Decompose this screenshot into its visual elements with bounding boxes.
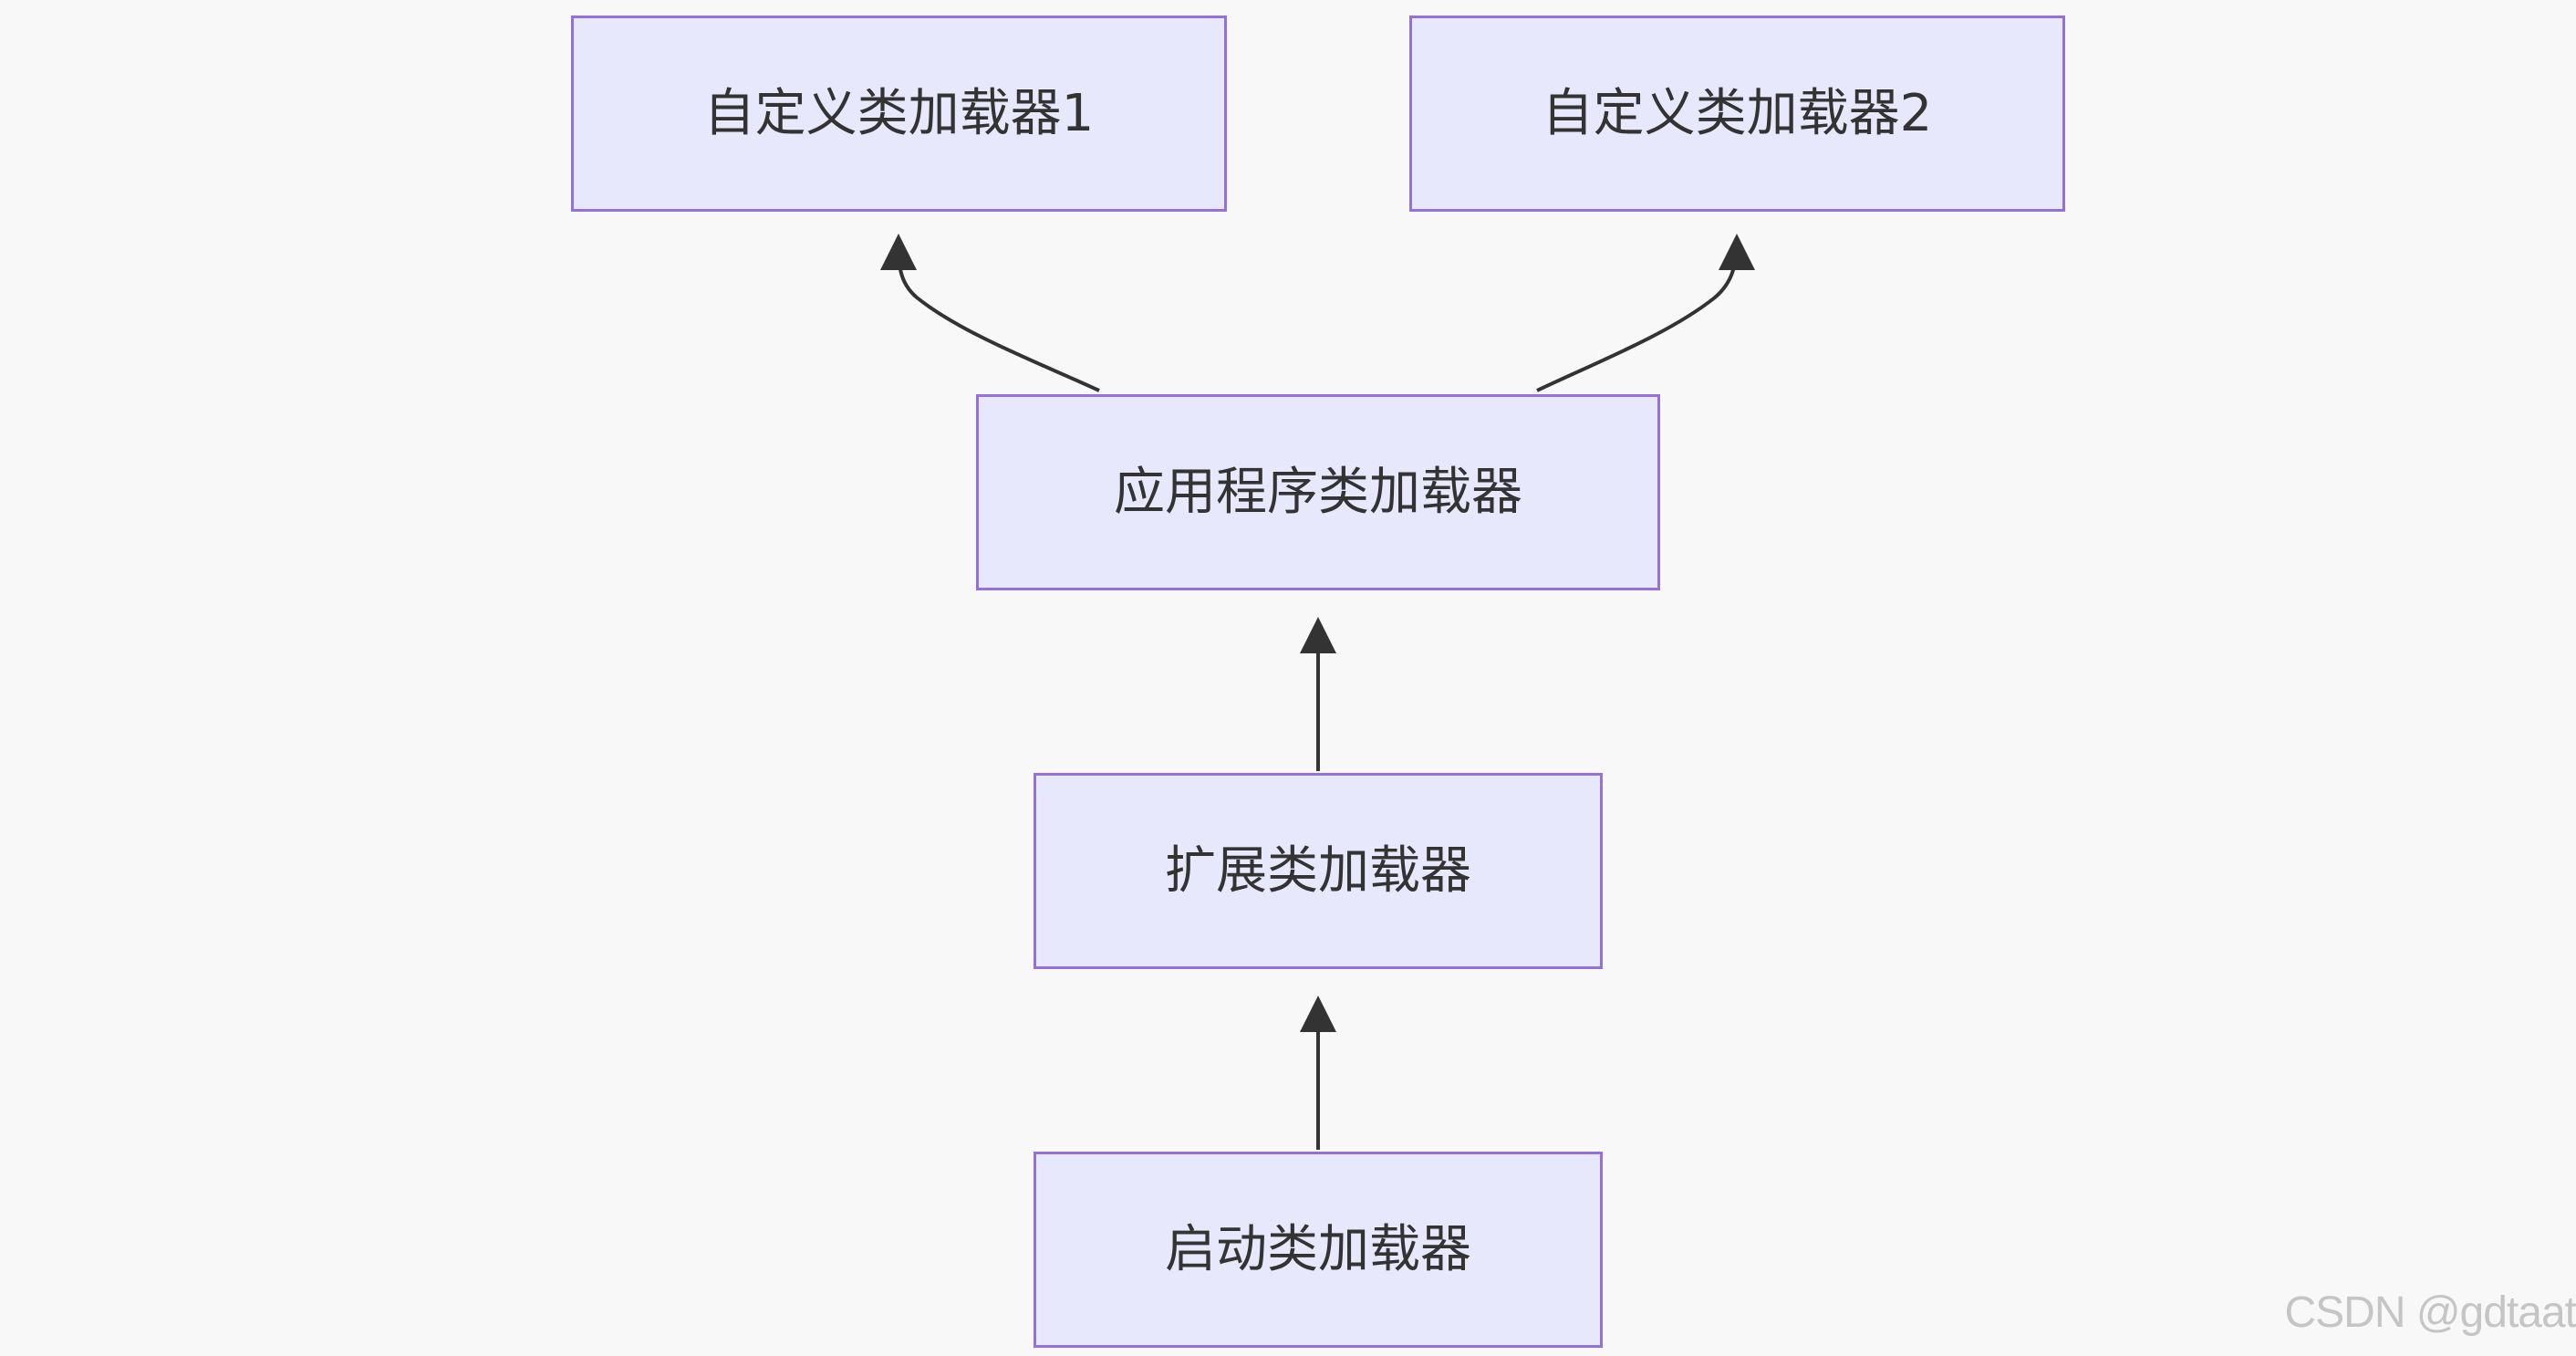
custom-class-loader-1-node: 自定义类加载器1 <box>571 16 1227 212</box>
custom-class-loader-2-node: 自定义类加载器2 <box>1409 16 2065 212</box>
edge-app-to-custom-1 <box>880 234 1100 392</box>
csdn-watermark: CSDN @gdtaat <box>2284 1288 2576 1337</box>
custom-class-loader-2-label: 自定义类加载器2 <box>1542 83 1933 143</box>
edge-app-to-custom-2 <box>1536 234 1755 392</box>
bootstrap-class-loader-node: 启动类加载器 <box>1034 1152 1603 1348</box>
bootstrap-class-loader-label: 启动类加载器 <box>1165 1219 1471 1279</box>
extension-class-loader-label: 扩展类加载器 <box>1165 840 1471 901</box>
application-class-loader-node: 应用程序类加载器 <box>976 394 1660 590</box>
extension-class-loader-node: 扩展类加载器 <box>1034 773 1603 969</box>
application-class-loader-label: 应用程序类加载器 <box>1114 462 1522 522</box>
custom-class-loader-1-label: 自定义类加载器1 <box>703 83 1095 143</box>
